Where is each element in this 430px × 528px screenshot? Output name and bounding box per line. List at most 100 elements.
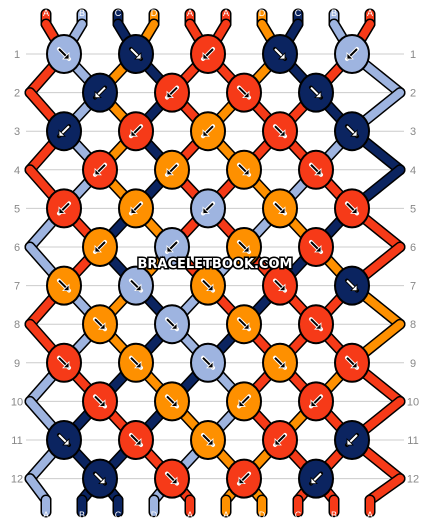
knot-arrow-head [170, 399, 178, 407]
bottom-string-label: B [79, 510, 85, 520]
knot [154, 149, 190, 190]
knot [334, 34, 370, 74]
row-number-left: 9 [14, 358, 20, 370]
knot-arrow-head [242, 167, 250, 176]
knot [334, 342, 370, 383]
knot [154, 304, 190, 345]
knot-arrow-head [130, 129, 138, 137]
row-number-right: 9 [410, 358, 416, 370]
knot [190, 111, 226, 152]
knot-arrow-head [278, 206, 286, 214]
knot-arrow-head [58, 206, 66, 214]
row-number-right: 6 [410, 242, 416, 254]
knot [262, 342, 298, 383]
knot-arrow-head [278, 283, 286, 292]
knot-arrow-head [314, 167, 322, 176]
knot [190, 188, 226, 229]
knot [46, 111, 82, 152]
knot-arrow-head [58, 129, 66, 137]
knot-arrow-head [278, 129, 286, 137]
row-number-left: 6 [14, 242, 20, 254]
knot [82, 458, 118, 499]
top-string-label: A [223, 8, 229, 18]
knot [262, 188, 298, 229]
knot [334, 420, 370, 460]
knot-arrow-head [314, 90, 322, 98]
knot [298, 381, 334, 422]
knot [190, 265, 226, 306]
top-string-label: D [151, 8, 158, 18]
bottom-string-label: D [259, 510, 266, 520]
knot [190, 34, 226, 74]
knot-arrow-head [314, 245, 322, 253]
knot-arrow-head [346, 52, 354, 60]
knot-arrow-head [350, 360, 358, 369]
knot-arrow-head [134, 52, 142, 60]
knot-arrow-head [242, 322, 250, 330]
row-number-left: 8 [14, 319, 20, 331]
knot [334, 188, 370, 229]
knot-arrow-head [166, 167, 174, 176]
knot [226, 458, 262, 499]
knot [46, 420, 82, 460]
knot-arrow-head [166, 245, 174, 253]
knot-arrow-head [350, 206, 358, 214]
knot [118, 342, 154, 383]
top-string-label: B [331, 8, 337, 18]
row-number-left: 1 [14, 49, 20, 61]
knot [334, 111, 370, 152]
knot [226, 381, 262, 422]
knot-arrow-head [278, 360, 286, 369]
knot [262, 265, 298, 306]
bottom-string-label: B [331, 510, 337, 520]
knot [298, 458, 334, 499]
bottom-string-label: A [367, 510, 373, 520]
knot [46, 342, 82, 383]
watermark-text: BRACELETBOOK.COM [138, 257, 293, 272]
knot-arrow-head [242, 245, 250, 253]
top-string-label: C [295, 8, 302, 18]
knot-arrow-head [98, 399, 106, 407]
top-string-label: A [187, 8, 193, 18]
top-string-label: A [43, 8, 49, 18]
knot-arrow-head [62, 52, 70, 60]
knot [82, 149, 118, 190]
row-number-right: 1 [410, 49, 416, 61]
knot [226, 304, 262, 345]
knot-arrow-head [206, 283, 214, 292]
knot-arrow-head [310, 399, 318, 407]
knot-arrow-head [346, 438, 354, 446]
knot-arrow-head [238, 476, 246, 485]
knot [298, 149, 334, 190]
top-string-label: A [367, 8, 373, 18]
knot-arrow-head [202, 52, 210, 60]
knot [82, 72, 118, 113]
top-string-label: C [115, 8, 122, 18]
knot-arrow-head [310, 476, 318, 485]
knot [262, 34, 298, 74]
knot [262, 420, 298, 460]
knot [154, 227, 190, 267]
bottom-string-label: C [295, 510, 302, 520]
knot-arrow-head [62, 283, 70, 292]
knot-arrow-head [202, 206, 210, 214]
knot [154, 381, 190, 422]
knot-arrow-head [278, 52, 286, 60]
knot [46, 265, 82, 306]
knot [298, 72, 334, 113]
knot-arrow-head [166, 90, 174, 98]
row-number-left: 2 [14, 88, 20, 100]
knot [334, 265, 370, 306]
knot [154, 458, 190, 499]
knot [298, 304, 334, 345]
knot-arrow-head [350, 283, 358, 292]
row-number-right: 5 [410, 203, 416, 215]
bottom-string-label: A [223, 510, 229, 520]
knot-arrow-head [94, 167, 102, 176]
bottom-string-label: A [187, 510, 193, 520]
knot [118, 111, 154, 152]
knot [82, 381, 118, 422]
knot-arrow-head [274, 438, 282, 446]
